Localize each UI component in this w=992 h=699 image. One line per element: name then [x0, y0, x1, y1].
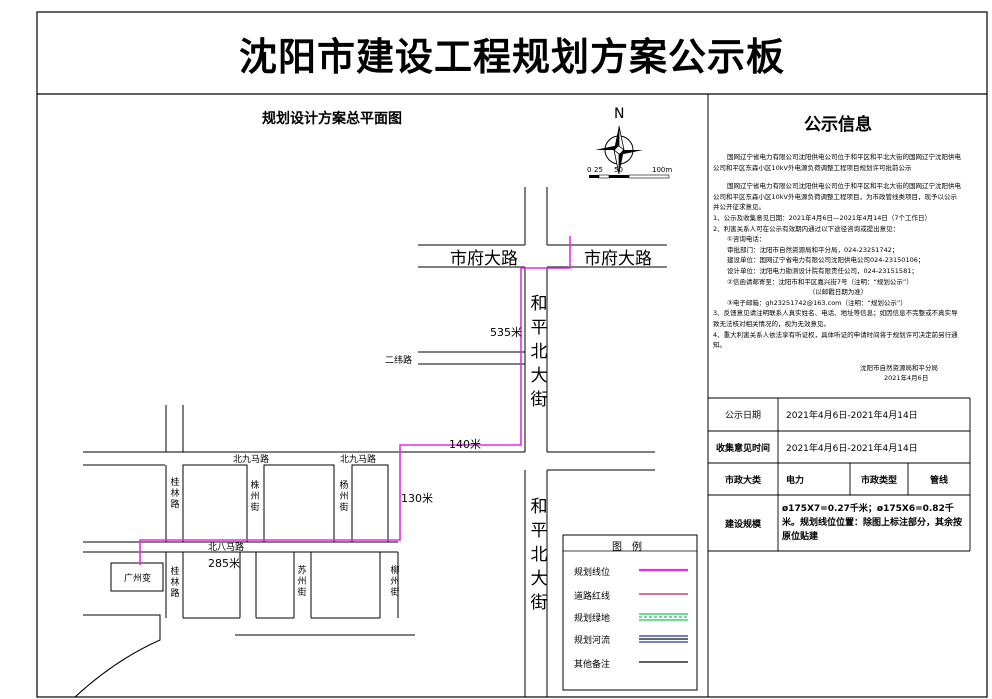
distance-535: 535米: [490, 326, 522, 339]
road-label-guilin-upper: 桂林路: [170, 478, 180, 510]
type-value: 管线: [929, 475, 948, 486]
info-email: ③电子邮箱：gh23251742@163.com（注明：“规划公示”）: [727, 298, 907, 307]
scale-bar: [589, 174, 670, 179]
info-body: 国网辽宁省电力有限公司沈阳供电公司位于和平区和平北大街的国网辽宁沈阳供电公司和平…: [713, 152, 963, 351]
info-item-3: 3、反馈意见请注明联系人真实姓名、电话、地址等信息；如因信息不完整或不真实导致无…: [713, 309, 958, 328]
scale-value: ø175X7=0.27千米；ø175X6=0.82千米。规划线位位置：除图上标注…: [782, 504, 963, 542]
road-label-beibama: 北八马路: [208, 543, 245, 553]
north-arrow: [595, 125, 643, 175]
scale-label: 建设规模: [724, 519, 761, 530]
north-label: N: [614, 106, 625, 122]
distance-130: 130米: [401, 492, 433, 505]
road-label-erwei: 二纬路: [385, 356, 413, 366]
road-label-zhuzhou: 株州街: [250, 481, 260, 513]
substation-label: 广州变: [124, 574, 152, 584]
road-label-shifu-right: 市府大路: [584, 249, 652, 269]
legend-swatch-green: [639, 613, 688, 621]
legend-label-river: 规划河流: [574, 636, 611, 646]
road-lines: [74, 187, 667, 698]
info-mail-note: （以邮戳日期为准）: [808, 288, 868, 297]
road-label-guilin-lower: 桂林路: [170, 567, 180, 599]
road-label-yangzhou: 杨州街: [339, 481, 349, 513]
road-label-beijiuma-left: 北九马路: [233, 455, 270, 465]
signature-date: 2021年4月6日: [884, 374, 929, 382]
info-item-1: 1、公示及收集意见日期：2021年4月6日—2021年4月14日（7个工作日）: [713, 213, 932, 222]
road-label-liuzhou: 柳州街: [390, 566, 400, 598]
distance-140: 140米: [449, 438, 481, 451]
info-heading: 公示信息: [804, 115, 872, 135]
scale-label-50: 50: [614, 166, 623, 174]
feedback-value: 2021年4月6日-2021年4月14日: [786, 443, 918, 454]
road-label-heping-lower: 和 平 北 大 街: [530, 497, 548, 613]
info-table-lines: [708, 397, 971, 552]
legend-title: 图 例: [612, 542, 642, 553]
legend-label-other: 其他备注: [574, 660, 611, 670]
legend-label-redline: 道路红线: [574, 592, 611, 602]
road-label-heping-upper: 和 平 北 大 街: [530, 294, 548, 410]
road-label-suzhou: 苏州街: [297, 566, 307, 598]
legend-swatch-river: [639, 635, 688, 643]
distance-285: 285米: [208, 557, 240, 570]
outer-border: [36, 11, 988, 698]
legend-label-green: 规划绿地: [574, 614, 611, 624]
scale-label-0: 0: [587, 166, 592, 174]
map-title: 规划设计方案总平面图: [262, 111, 402, 127]
category-value: 电力: [786, 475, 805, 486]
notice-date-label: 公示日期: [724, 411, 761, 421]
category-label: 市政大类: [724, 475, 761, 486]
info-phone-builder: 建设单位：国网辽宁省电力有限公司沈阳供电公司024-23150106；: [727, 256, 925, 265]
scale-label-100m: 100m: [652, 166, 673, 174]
info-signature: 沈阳市自然资源局和平分局 2021年4月6日: [820, 363, 960, 383]
notice-date-value: 2021年4月6日-2021年4月14日: [786, 411, 918, 421]
info-phone-designer: 设计单位：沈阳电力勘测设计院有限责任公司，024-23151581；: [727, 266, 918, 275]
info-paragraph-intro: 国网辽宁省电力有限公司沈阳供电公司位于和平区和平北大街的国网辽宁沈阳供电公司和平…: [713, 153, 961, 172]
page-title: 沈阳市建设工程规划方案公示板: [238, 33, 785, 79]
info-phone-heading: ①咨询电话：: [727, 235, 766, 244]
road-label-beijiuma-right: 北九马路: [340, 455, 377, 465]
legend-label-planned: 规划线位: [574, 568, 611, 578]
info-phone-approval: 审批部门：沈阳市自然资源局和平分局，024-23251742；: [727, 245, 899, 254]
feedback-label: 收集意见时间: [715, 443, 770, 454]
info-paragraph-main: 国网辽宁省电力有限公司沈阳供电公司位于和平区和平北大街的国网辽宁沈阳供电公司和平…: [713, 182, 961, 212]
info-item-2: 2、利害关系人可在公示有效期内通过以下途径咨询或提出意见：: [713, 224, 900, 233]
substation-box: [110, 562, 164, 592]
planned-route-line: [139, 236, 571, 565]
legend-box: [562, 534, 698, 691]
type-label: 市政类型: [860, 475, 897, 486]
signature-org: 沈阳市自然资源局和平分局: [860, 364, 938, 372]
info-item-4: 4、重大利害关系人依法享有听证权，具体听证的申请时间将于规划许可决定前另行通知。: [713, 330, 958, 350]
road-label-shifu-left: 市府大路: [450, 249, 518, 269]
info-mail: ②信函请邮寄至：沈阳市和平区嘉兴街7号（注明：“规划公示”）: [727, 277, 913, 286]
scale-label-25: 25: [594, 166, 603, 174]
